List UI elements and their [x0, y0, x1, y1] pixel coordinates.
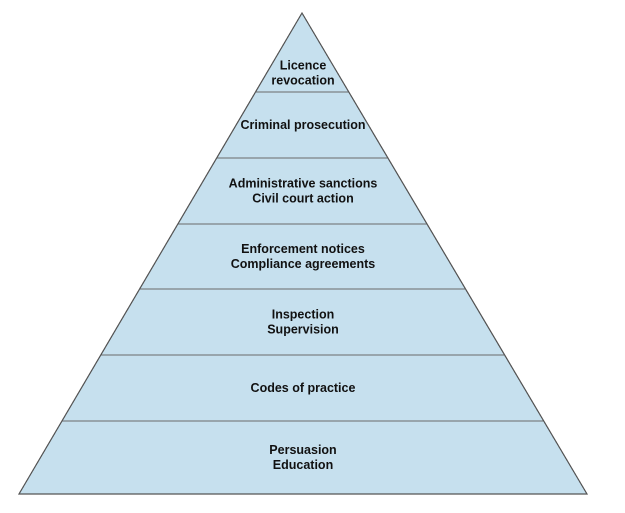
pyramid-tier-label: Persuasion [269, 443, 336, 457]
pyramid-tier-label: Administrative sanctions [229, 177, 378, 191]
pyramid-tier-label: Codes of practice [251, 381, 356, 395]
pyramid-tier-label: Supervision [267, 323, 339, 337]
pyramid-tier-label: Licence [280, 59, 327, 73]
pyramid-tier-6: Codes of practice [61, 354, 545, 422]
pyramid-tier-label: Criminal prosecution [240, 118, 365, 132]
pyramid-tier-label: Compliance agreements [231, 257, 376, 271]
pyramid-tier-label: Enforcement notices [241, 242, 365, 256]
pyramid-tier-label: Education [273, 458, 333, 472]
pyramid-tier-label: Civil court action [252, 192, 353, 206]
pyramid-outline [17, 11, 589, 495]
pyramid-tier-label: Inspection [272, 308, 335, 322]
pyramid-tier-2: Criminal prosecution [215, 91, 389, 159]
pyramid-tier-label: revocation [271, 74, 334, 88]
